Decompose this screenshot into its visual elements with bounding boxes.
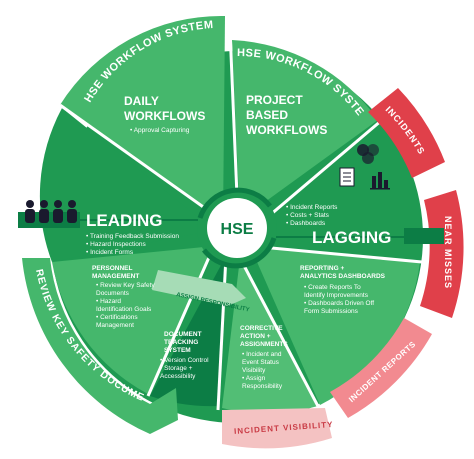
document-line-1: • Version Control	[160, 357, 209, 364]
daily-segment	[60, 15, 225, 221]
people-icon	[25, 200, 77, 223]
project-title-line3: WORKFLOWS	[246, 123, 327, 137]
corrective-title-line2: ACTION +	[240, 333, 271, 340]
document-title-line3: SYSTEM	[164, 347, 191, 354]
lagging-item-3: • Dashboards	[286, 220, 326, 227]
center-arc-bottom	[202, 237, 277, 269]
personnel-line-1: • Review Key Safety	[96, 282, 155, 289]
lagging-item-2: • Costs + Stats	[286, 212, 330, 219]
document-icon	[339, 167, 355, 187]
center-ring-inner	[207, 198, 267, 258]
review-band	[22, 258, 150, 434]
incident-reports-tab	[330, 318, 432, 418]
corrective-line-5: Responsibility	[242, 383, 283, 390]
center-arc-top	[197, 187, 272, 219]
reporting-title-line1: REPORTING +	[300, 265, 344, 272]
lagging-item-1: • Incident Reports	[286, 204, 338, 211]
reporting-line-4: Form Submissions	[304, 308, 359, 315]
lagging-title: LAGGING	[312, 228, 391, 247]
leading-title: LEADING	[86, 211, 163, 230]
leading-item-1: • Training Feedback Submission	[86, 233, 179, 240]
personnel-title-line1: PERSONNEL	[92, 265, 132, 272]
corrective-line-2: Event Status	[242, 359, 280, 366]
venn-icon	[357, 144, 379, 164]
reporting-title-line2: ANALYTICS DASHBOARDS	[300, 273, 386, 280]
leading-segment	[39, 108, 214, 262]
reporting-line-2: Identify Improvements	[304, 292, 369, 299]
review-arrow-head	[150, 388, 178, 434]
daily-title-line2: WORKFLOWS	[124, 109, 205, 123]
corrective-line-1: • Incident and	[242, 351, 282, 358]
document-title-line1: DOCUMENT	[164, 331, 202, 338]
personnel-line-4: Identification Goals	[96, 306, 152, 313]
daily-bullet-1: • Approval Capturing	[130, 127, 190, 134]
corrective-title-line3: ASSIGNMENTS	[240, 341, 288, 348]
personnel-line-6: Management	[96, 322, 134, 329]
lagging-bar	[404, 228, 444, 244]
assign-arrow	[152, 270, 246, 306]
corrective-title-line1: CORRECTIVE	[240, 325, 283, 332]
incident-visibility-tab	[222, 408, 332, 449]
project-segment	[232, 40, 378, 220]
reporting-segment	[250, 246, 420, 405]
bar-chart-icon	[370, 172, 390, 190]
document-title-line2: TRACKING	[164, 339, 198, 346]
near-misses-tab-label: NEAR MISSES	[443, 216, 453, 289]
project-title-line1: PROJECT	[246, 93, 303, 107]
corrective-line-4: • Assign	[242, 375, 266, 382]
personnel-line-3: • Hazard	[96, 298, 121, 305]
personnel-line-5: • Certifications	[96, 314, 138, 321]
incidents-tab	[368, 88, 445, 178]
center-label: HSE	[221, 221, 254, 238]
project-title-line2: BASED	[246, 108, 288, 122]
lagging-segment	[250, 122, 422, 262]
leading-item-3: • Incident Forms	[86, 249, 134, 256]
corrective-line-3: Visibility	[242, 367, 266, 374]
corrective-segment	[222, 258, 318, 414]
personnel-title-line2: MANAGEMENT	[92, 273, 139, 280]
document-line-2: • Storage +	[160, 365, 193, 372]
reporting-line-3: • Dashboards Driven Off	[304, 300, 374, 307]
near-misses-tab	[420, 190, 464, 318]
daily-title-line1: DAILY	[124, 94, 159, 108]
reporting-line-1: • Create Reports To	[304, 284, 361, 291]
leading-item-2: • Hazard Inspections	[86, 241, 146, 248]
document-line-3: Accessibility	[160, 373, 196, 380]
personnel-line-2: Documents	[96, 290, 130, 297]
